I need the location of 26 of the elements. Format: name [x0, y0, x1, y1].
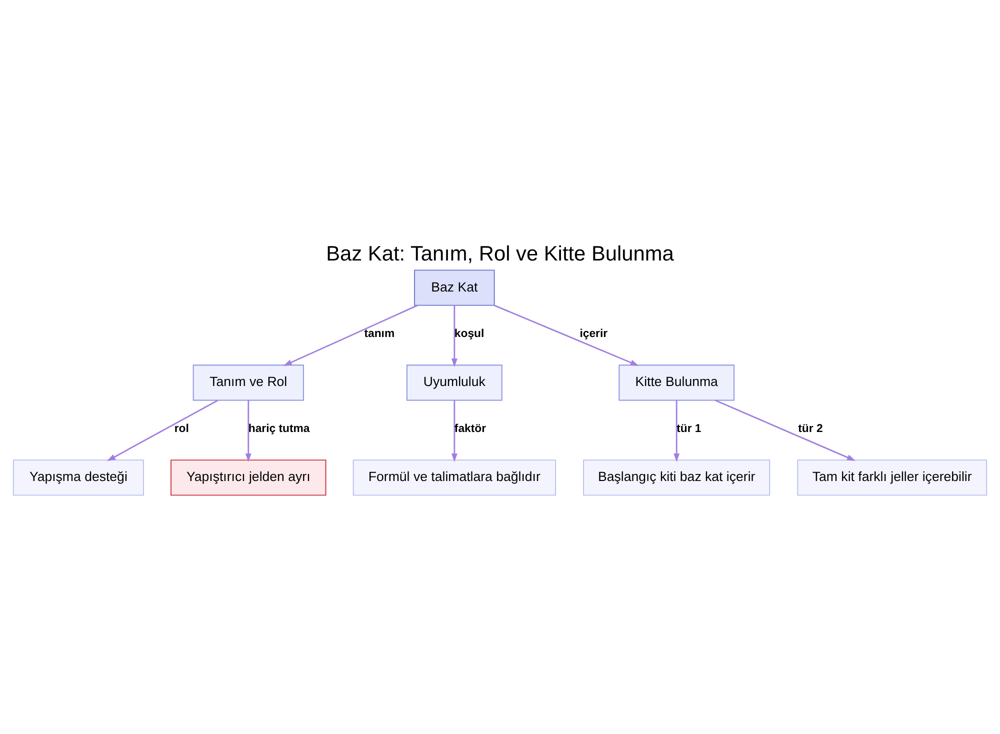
- edge-label: tür 2: [798, 422, 823, 435]
- arrow: [245, 400, 252, 462]
- arrow: [283, 304, 418, 366]
- arrow: [714, 399, 856, 460]
- edge-label: tür 1: [676, 422, 702, 435]
- node-box: Yapışma desteği: [12, 459, 144, 496]
- edge-label: hariç tutma: [248, 422, 310, 435]
- edge-label: koşul: [454, 328, 484, 340]
- node-box: Uyumluluk: [406, 364, 502, 400]
- edge-label: tanım: [364, 328, 395, 340]
- node-box: Tam kit farklı jeller içerebilir: [797, 459, 988, 496]
- node-box: Kitte Bulunma: [618, 364, 735, 400]
- node-box: Baz Kat: [414, 269, 495, 306]
- arrow: [451, 400, 458, 462]
- node-box: Başlangıç kiti baz kat içerir: [583, 459, 770, 496]
- edge-label: faktör: [454, 422, 486, 435]
- edge-label: rol: [174, 422, 189, 435]
- node-box: Tanım ve Rol: [192, 364, 304, 400]
- diagram-title: Baz Kat: Tanım, Rol ve Kitte Bulunma: [326, 242, 674, 265]
- edge-label: içerir: [580, 328, 608, 340]
- arrow: [451, 304, 458, 367]
- arrow: [674, 400, 680, 462]
- node-box: Yapıştırıcı jelden ayrı: [170, 459, 326, 496]
- arrow: [494, 304, 639, 366]
- arrow: [106, 399, 218, 461]
- node-box: Formül ve talimatlara bağlıdır: [352, 459, 556, 496]
